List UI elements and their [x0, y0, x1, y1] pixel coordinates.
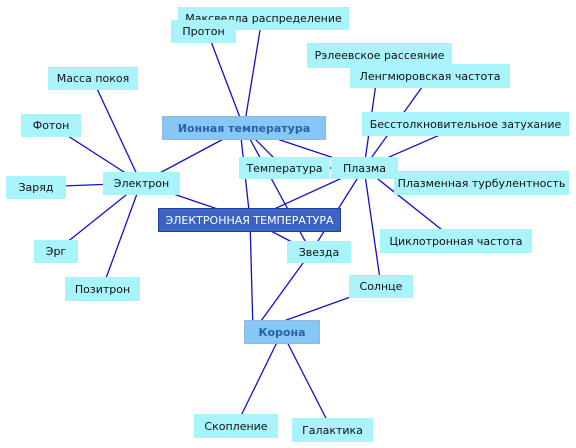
connection-line	[206, 30, 245, 129]
node-rayleigh-scattering[interactable]: Рэлеевское рассеяние	[307, 43, 452, 68]
node-rest-mass[interactable]: Масса покоя	[48, 67, 138, 90]
connection-line	[281, 331, 333, 431]
node-plasma[interactable]: Плазма	[331, 157, 398, 179]
node-photon[interactable]: Фотон	[21, 114, 81, 137]
node-temperature[interactable]: Температура	[239, 157, 330, 179]
connection-line	[363, 167, 457, 242]
node-electron[interactable]: Электрон	[103, 172, 180, 195]
node-erg[interactable]: Эрг	[34, 240, 78, 263]
node-corona[interactable]: Корона	[244, 320, 320, 344]
connection-line	[243, 17, 263, 129]
node-sun[interactable]: Солнце	[349, 275, 413, 298]
node-positron[interactable]: Позитрон	[65, 277, 140, 301]
node-galaxy[interactable]: Галактика	[292, 418, 373, 442]
connection-line	[101, 182, 142, 290]
node-cyclotron-frequency[interactable]: Циклотронная частота	[380, 229, 532, 253]
node-star[interactable]: Звезда	[287, 241, 351, 263]
node-ion-temperature[interactable]: Ионная температура	[162, 116, 326, 140]
connection-line	[235, 331, 283, 427]
node-langmuir-frequency[interactable]: Ленгмюровская частота	[350, 64, 510, 88]
node-cluster[interactable]: Скопление	[194, 414, 278, 438]
connection-line	[91, 77, 142, 184]
node-plasma-turbulence[interactable]: Плазменная турбулентность	[394, 171, 569, 195]
node-charge[interactable]: Заряд	[6, 176, 66, 199]
connection-line	[249, 219, 254, 333]
connection-line	[363, 167, 382, 287]
node-electron-temperature[interactable]: ЭЛЕКТРОННАЯ ТЕМПЕРАТУРА	[158, 208, 341, 232]
connection-line	[252, 251, 312, 333]
node-proton[interactable]: Протон	[171, 20, 236, 43]
node-landau-damping[interactable]: Бесстолкновительное затухание	[362, 112, 569, 136]
